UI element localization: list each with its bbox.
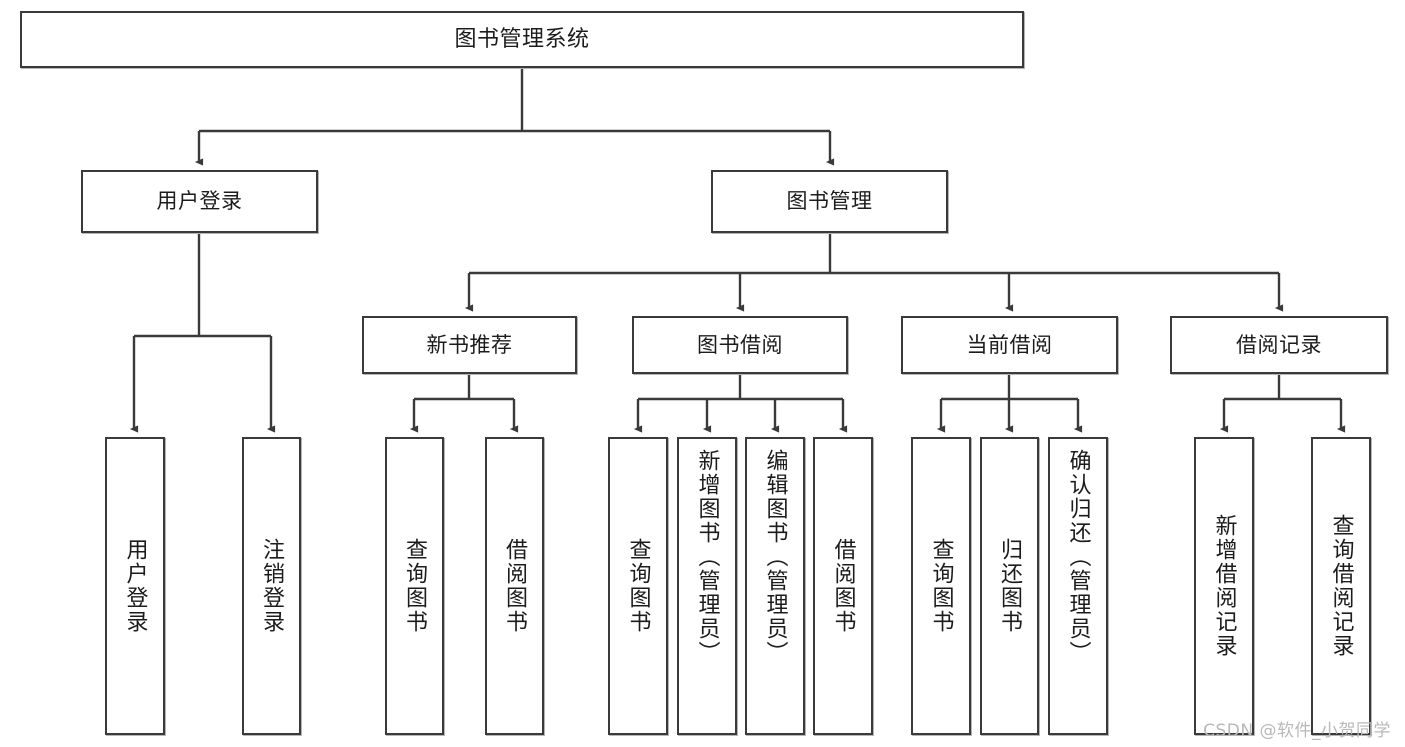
leaf-current-borrow-query-books[interactable]: 查询图书: [911, 437, 971, 735]
leaf-borrow-record-add-record[interactable]: 新增借阅记录: [1194, 437, 1254, 735]
leaf-new-book-borrow-books[interactable]: 借阅图书: [485, 437, 544, 735]
node-label: 借阅图书: [502, 538, 528, 634]
node-label: 确认归还（管理员）: [1065, 449, 1091, 665]
leaf-book-borrow-edit-book-admin[interactable]: 编辑图书（管理员）: [745, 437, 805, 735]
node-label: 归还图书: [997, 538, 1023, 634]
leaf-user-login-login[interactable]: 用户登录: [105, 437, 165, 735]
leaf-user-login-logout[interactable]: 注销登录: [242, 437, 301, 735]
node-current-borrowing[interactable]: 当前借阅: [901, 316, 1118, 374]
node-book-borrowing[interactable]: 图书借阅: [632, 316, 848, 374]
node-label: 注销登录: [259, 538, 285, 634]
leaf-book-borrow-borrow-books[interactable]: 借阅图书: [813, 437, 873, 735]
node-borrowing-record[interactable]: 借阅记录: [1170, 316, 1388, 374]
node-label: 新增借阅记录: [1211, 514, 1237, 658]
node-label: 编辑图书（管理员）: [762, 449, 788, 665]
node-new-book-recommendation[interactable]: 新书推荐: [362, 316, 577, 374]
node-label: 图书管理: [786, 189, 873, 214]
node-label: 新书推荐: [426, 332, 513, 357]
node-label: 查询借阅记录: [1328, 514, 1354, 658]
node-label: 查询图书: [402, 538, 428, 634]
node-label: 查询图书: [928, 538, 954, 634]
leaf-current-borrow-return-books[interactable]: 归还图书: [980, 437, 1039, 735]
node-label: 用户登录: [156, 189, 243, 214]
node-label: 图书管理系统: [454, 26, 590, 52]
node-label: 新增图书（管理员）: [694, 449, 720, 665]
leaf-current-borrow-confirm-return-admin[interactable]: 确认归还（管理员）: [1048, 437, 1108, 735]
node-label: 借阅图书: [830, 538, 856, 634]
leaf-book-borrow-query-books[interactable]: 查询图书: [608, 437, 668, 735]
leaf-new-book-query-books[interactable]: 查询图书: [385, 437, 444, 735]
node-user-login[interactable]: 用户登录: [81, 170, 318, 233]
leaf-borrow-record-query-record[interactable]: 查询借阅记录: [1311, 437, 1371, 735]
leaf-book-borrow-add-book-admin[interactable]: 新增图书（管理员）: [677, 437, 737, 735]
csdn-watermark: CSDN @软件_小贺同学: [1203, 721, 1391, 741]
node-book-management[interactable]: 图书管理: [711, 170, 948, 233]
node-label: 用户登录: [122, 538, 148, 634]
node-label: 图书借阅: [697, 332, 783, 357]
node-root-book-management-system[interactable]: 图书管理系统: [20, 11, 1024, 68]
node-label: 查询图书: [625, 538, 651, 634]
node-label: 借阅记录: [1236, 332, 1322, 357]
node-label: 当前借阅: [966, 332, 1053, 357]
